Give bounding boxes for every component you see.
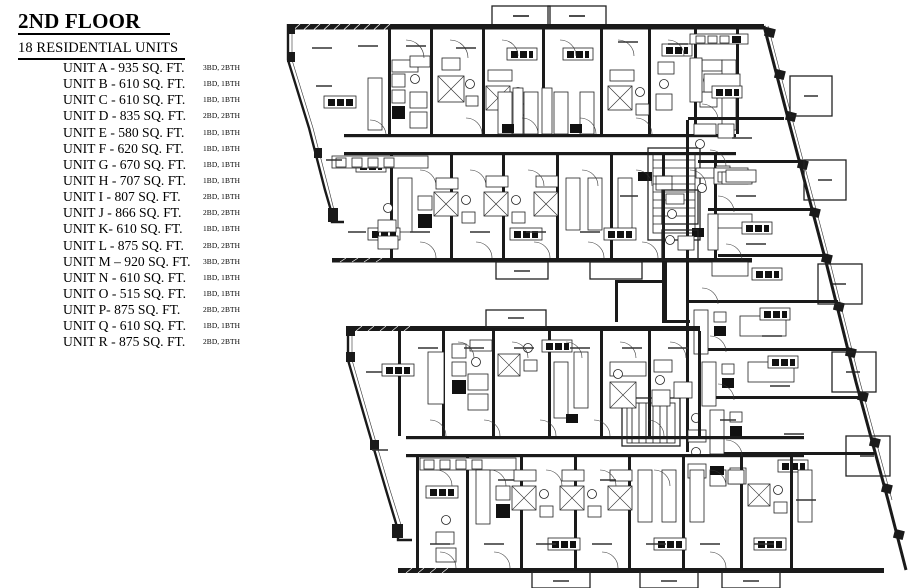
unit-name-label: UNIT N - 610 SQ. FT.	[63, 269, 186, 285]
east-angled-exterior-wall	[762, 25, 908, 571]
unit-schedule-row: UNIT D - 835 SQ. FT. 2BD, 2BTH	[0, 108, 270, 124]
unit-bed-bath-label: 1BD, 1BTH	[203, 159, 241, 169]
unit-name-label: UNIT B - 610 SQ. FT.	[63, 76, 186, 92]
unit-bed-bath-label: 2BD, 2BTH	[203, 337, 241, 347]
floor-legend-panel: 2ND FLOOR 18 RESIDENTIAL UNITS UNIT A - …	[0, 0, 270, 588]
dining-table-symbol	[506, 47, 594, 61]
unit-schedule-row: UNIT R - 875 SQ. FT. 2BD, 2BTH	[0, 334, 270, 350]
unit-bed-bath-label: 2BD, 2BTH	[203, 240, 241, 250]
north-corridor	[344, 134, 736, 156]
sofa-symbol	[323, 95, 357, 109]
unit-bed-bath-label: 1BD, 1BTH	[203, 95, 241, 105]
unit-name-label: UNIT K- 610 SQ. FT.	[63, 221, 183, 237]
room-label-ticks	[312, 41, 816, 545]
unit-name-label: UNIT P- 875 SQ. FT.	[63, 302, 181, 318]
unit-name-label: UNIT A - 935 SQ. FT.	[63, 60, 185, 75]
east-wing-bath-cluster	[661, 189, 699, 261]
unit-name-label: UNIT I - 807 SQ. FT.	[63, 189, 181, 205]
south-corridor	[406, 436, 804, 458]
unit-name-label: UNIT J - 866 SQ. FT.	[63, 205, 182, 221]
west-wall-inner-line	[291, 27, 337, 219]
unit-schedule-row: UNIT K- 610 SQ. FT. 1BD, 1BTH	[0, 221, 270, 237]
unit-count-underline	[18, 58, 185, 60]
unit-name-label: UNIT R - 875 SQ. FT.	[63, 334, 186, 350]
unit-schedule-row: UNIT O - 515 SQ. FT. 1BD, 1BTH	[0, 286, 270, 302]
unit-bed-bath-label: 1BD, 1BTH	[203, 321, 241, 331]
central-notch	[615, 262, 667, 322]
unit-name-label: UNIT H - 707 SQ. FT.	[63, 172, 186, 188]
east-wing-fixtures	[687, 33, 809, 487]
unit-schedule-row: UNIT P- 875 SQ. FT. 2BD, 2BTH	[0, 302, 270, 318]
unit-name-label: UNIT F - 620 SQ. FT.	[63, 140, 184, 156]
unit-schedule-row: UNIT M – 920 SQ. FT. 3BD, 2BTH	[0, 254, 270, 270]
unit-schedule-row: UNIT Q - 610 SQ. FT. 1BD, 1BTH	[0, 318, 270, 334]
south-wing-north-balcony	[485, 309, 547, 328]
unit-name-label: UNIT M – 920 SQ. FT.	[63, 253, 191, 269]
north-exterior-wall	[288, 24, 764, 30]
page-title: 2ND FLOOR	[18, 9, 141, 33]
unit-bed-bath-label: 1BD, 1BTH	[203, 272, 241, 282]
south-wing-fixtures-lower	[419, 457, 813, 563]
closet-run	[497, 87, 595, 135]
unit-schedule-row: UNIT F - 620 SQ. FT. 1BD, 1BTH	[0, 141, 270, 157]
south-band-partitions-lower	[416, 457, 793, 572]
unit-name-label: UNIT D - 835 SQ. FT.	[63, 108, 186, 124]
north-wing-south-wall	[332, 258, 752, 263]
kitchenette-lower-left	[331, 155, 429, 169]
unit-bed-bath-label: 2BD, 2BTH	[203, 208, 241, 218]
door-swings	[369, 39, 743, 569]
unit-name-label: UNIT L - 875 SQ. FT.	[63, 237, 184, 253]
unit-name-label: UNIT O - 515 SQ. FT.	[63, 285, 186, 301]
unit-bed-bath-label: 3BD, 2BTH	[203, 256, 241, 266]
unit-bed-bath-label: 1BD, 1BTH	[203, 175, 241, 185]
floor-plan-area	[270, 0, 918, 588]
unit-bed-bath-label: 3BD, 2BTH	[203, 63, 241, 72]
east-balconies	[789, 75, 891, 477]
unit-name-label: UNIT Q - 610 SQ. FT.	[63, 318, 186, 334]
unit-schedule-row: UNIT L - 875 SQ. FT. 2BD, 2BTH	[0, 238, 270, 254]
kitchen-counter	[367, 59, 419, 131]
bathroom-lower-left	[377, 203, 399, 250]
bathroom-fixtures	[409, 55, 431, 129]
unit-schedule-row: UNIT A - 935 SQ. FT. 3BD, 2BTH	[0, 60, 270, 76]
east-wing	[661, 25, 908, 571]
stair-core-south	[621, 397, 681, 447]
unit-schedule-row: UNIT H - 707 SQ. FT. 1BD, 1BTH	[0, 173, 270, 189]
unit-bed-bath-label: 1BD, 1BTH	[203, 127, 241, 137]
north-balconies	[491, 5, 607, 26]
south-balconies	[531, 571, 781, 588]
unit-schedule-row: UNIT B - 610 SQ. FT. 1BD, 1BTH	[0, 76, 270, 92]
south-exterior-wall	[398, 568, 884, 573]
unit-bed-bath-label: 1BD, 1BTH	[203, 288, 241, 298]
unit-name-label: UNIT G - 670 SQ. FT.	[63, 156, 186, 172]
south-wing	[346, 309, 884, 588]
unit-schedule-list: UNIT A - 935 SQ. FT. 3BD, 2BTH UNIT B - 61…	[0, 60, 270, 351]
unit-bed-bath-label: 2BD, 2BTH	[203, 305, 241, 315]
unit-schedule-row: UNIT E - 580 SQ. FT. 1BD, 1BTH	[0, 125, 270, 141]
unit-schedule-row: UNIT N - 610 SQ. FT. 1BD, 1BTH	[0, 270, 270, 286]
unit-schedule-row: UNIT C - 610 SQ. FT. 1BD, 1BTH	[0, 92, 270, 108]
unit-bed-bath-label: 1BD, 1BTH	[203, 224, 241, 234]
north-wing-south-balconies	[495, 261, 643, 280]
unit-name-label: UNIT E - 580 SQ. FT.	[63, 124, 185, 140]
unit-schedule-row: UNIT J - 866 SQ. FT. 2BD, 2BTH	[0, 205, 270, 221]
page-title-underline	[18, 33, 170, 35]
unit-bed-bath-label: 2BD, 2BTH	[203, 111, 241, 121]
dining-table-symbol-right	[661, 43, 693, 57]
second-floor-plan-drawing	[270, 0, 918, 588]
unit-bed-bath-label: 2BD, 1BTH	[203, 192, 241, 202]
unit-bed-bath-label: 1BD, 1BTH	[203, 79, 241, 89]
unit-schedule-row: UNIT G - 670 SQ. FT. 1BD, 1BTH	[0, 157, 270, 173]
unit-count-subtitle: 18 RESIDENTIAL UNITS	[18, 40, 179, 56]
south-wing-fixtures-upper	[381, 339, 693, 423]
unit-bed-bath-label: 1BD, 1BTH	[203, 143, 241, 153]
east-wing-partitions	[662, 117, 874, 455]
unit-name-label: UNIT C - 610 SQ. FT.	[63, 92, 186, 108]
south-wing-north-wall	[348, 326, 700, 331]
unit-schedule-row: UNIT I - 807 SQ. FT. 2BD, 1BTH	[0, 189, 270, 205]
